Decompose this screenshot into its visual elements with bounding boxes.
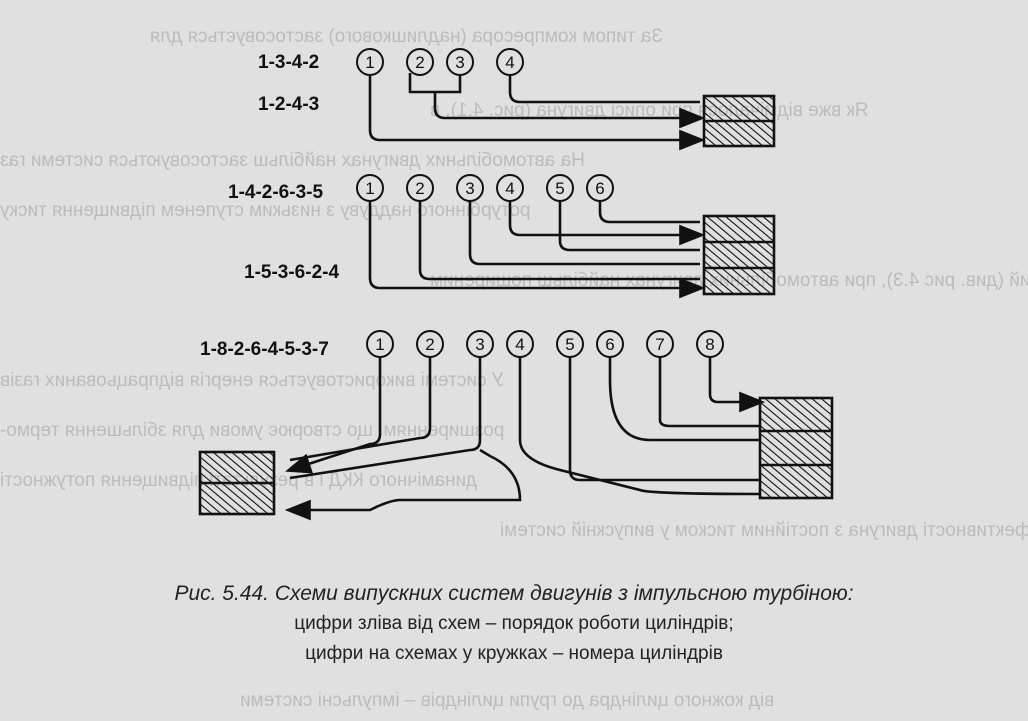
cylinder-circle	[506, 330, 534, 358]
cylinder-circle	[556, 330, 584, 358]
scheme-2-order: 1-4-2-6-3-5	[228, 182, 323, 203]
cylinder-number: 3	[475, 335, 484, 354]
scheme-2-lines	[368, 191, 706, 299]
cylinder-number: 3	[455, 53, 464, 72]
cylinder-number: 1	[365, 179, 374, 198]
cylinder-number: 6	[595, 179, 604, 198]
cylinder-circle	[406, 174, 434, 202]
cylinder-number: 4	[515, 335, 524, 354]
turbine-block-3-left	[198, 450, 276, 516]
turbine-block-1	[702, 94, 776, 148]
cylinder-number: 2	[415, 53, 424, 72]
scheme-1-lines	[368, 73, 706, 151]
scheme-3-order: 1-8-2-6-4-5-3-7	[200, 339, 329, 360]
scheme-2-alt-order: 1-5-3-6-2-4	[244, 262, 339, 283]
cylinder-circle	[446, 48, 474, 76]
cylinder-circle	[356, 48, 384, 76]
turbine-block-3-right	[758, 396, 834, 500]
cylinder-circle	[696, 330, 724, 358]
cylinder-circle	[366, 330, 394, 358]
cylinder-number: 1	[365, 53, 374, 72]
figure-caption-line-2: цифри зліва від схем – порядок роботи ци…	[294, 613, 734, 634]
cylinder-number: 8	[705, 335, 714, 354]
cylinder-number: 5	[565, 335, 574, 354]
cylinder-circle	[416, 330, 444, 358]
cylinder-number: 2	[415, 179, 424, 198]
cylinder-number: 2	[425, 335, 434, 354]
cylinder-number: 6	[605, 335, 614, 354]
cylinder-number: 4	[505, 179, 514, 198]
cylinder-number: 3	[465, 179, 474, 198]
scheme-1-order: 1-3-4-2	[258, 52, 319, 73]
cylinder-circle	[356, 174, 384, 202]
cylinder-number: 5	[555, 179, 564, 198]
cylinder-number: 4	[505, 53, 514, 72]
figure-caption-title: Рис. 5.44. Схеми випускних систем двигун…	[174, 582, 854, 605]
cylinder-circle	[496, 48, 524, 76]
cylinder-circle	[586, 174, 614, 202]
turbine-block-2	[702, 214, 776, 296]
cylinder-circle	[646, 330, 674, 358]
cylinder-circle	[466, 330, 494, 358]
cylinder-number: 7	[655, 335, 664, 354]
cylinder-circle	[406, 48, 434, 76]
cylinder-number: 1	[375, 335, 384, 354]
cylinder-circle	[496, 174, 524, 202]
cylinder-circle	[546, 174, 574, 202]
scheme-1-alt-order: 1-2-4-3	[258, 94, 319, 115]
scheme-3-lines	[284, 356, 766, 521]
cylinder-circle	[456, 174, 484, 202]
cylinder-circle	[596, 330, 624, 358]
figure-caption-line-3: цифри на схемах у кружках – номера цилін…	[305, 643, 723, 664]
